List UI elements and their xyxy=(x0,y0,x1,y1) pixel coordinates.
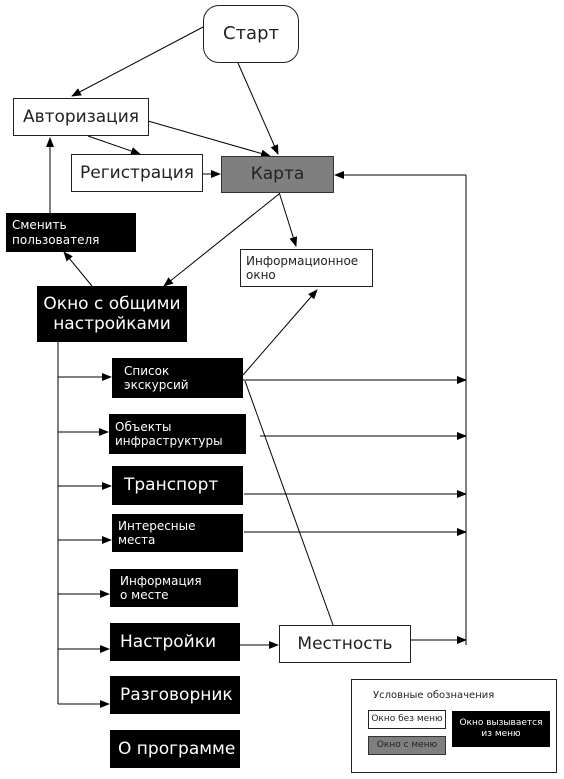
map-window: Карта xyxy=(221,156,334,193)
info-window: Информационное окно xyxy=(240,249,373,287)
edge-map-info xyxy=(278,191,298,247)
edge-start-auth xyxy=(71,25,206,97)
legend-no-menu: Окно без меню xyxy=(368,710,446,729)
edge-tours-info xyxy=(242,289,318,376)
transport-window: Транспорт xyxy=(112,466,243,505)
settings-window: Окно с общими настройками xyxy=(37,286,187,342)
edge-tours-locality xyxy=(244,380,334,626)
switch-user-window: Сменить пользователя xyxy=(6,213,136,252)
registration-label: Регистрация xyxy=(80,162,194,183)
locality-label: Местность xyxy=(297,633,393,654)
info-window-label: Информационное окно xyxy=(246,253,359,282)
place-info-label: Информация о месте xyxy=(120,573,202,602)
registration-window: Регистрация xyxy=(71,154,203,192)
edge-auth-map xyxy=(147,120,271,158)
about-label: О программе xyxy=(118,738,236,759)
interesting-places-label: Интересные места xyxy=(118,518,196,547)
infra-objects-window: Объекты инфраструктуры xyxy=(109,414,246,454)
edge-settings-switchuser xyxy=(63,251,93,287)
phrasebook-label: Разговорник xyxy=(120,684,233,705)
tour-list-label: Список экскурсий xyxy=(124,363,189,392)
settings-label: Настройки xyxy=(120,631,217,652)
legend-with-menu: Окно с меню xyxy=(368,736,446,755)
legend-from-menu: Окно вызывается из меню xyxy=(452,711,550,747)
map-label: Карта xyxy=(250,164,305,185)
place-info-window: Информация о месте xyxy=(110,569,238,607)
edge-start-map xyxy=(237,62,279,155)
settings-window-label: Окно с общими настройками xyxy=(43,293,181,334)
infra-objects-label: Объекты инфраструктуры xyxy=(115,419,223,448)
auth-window: Авторизация xyxy=(13,98,149,136)
start-label: Старт xyxy=(223,23,279,45)
tour-list-window: Список экскурсий xyxy=(112,358,243,398)
transport-label: Транспорт xyxy=(124,475,219,496)
auth-label: Авторизация xyxy=(22,106,140,127)
switch-user-label: Сменить пользователя xyxy=(12,218,100,247)
about-window: О программе xyxy=(110,730,240,768)
interesting-places-window: Интересные места xyxy=(112,514,243,552)
start-node: Старт xyxy=(203,5,299,63)
edge-map-settings xyxy=(163,193,280,287)
phrasebook-window: Разговорник xyxy=(110,676,240,714)
legend-title: Условные обозначения xyxy=(373,690,495,701)
edge-auth-registration xyxy=(87,135,141,155)
settings-node: Настройки xyxy=(110,623,240,661)
locality-window: Местность xyxy=(279,625,411,663)
